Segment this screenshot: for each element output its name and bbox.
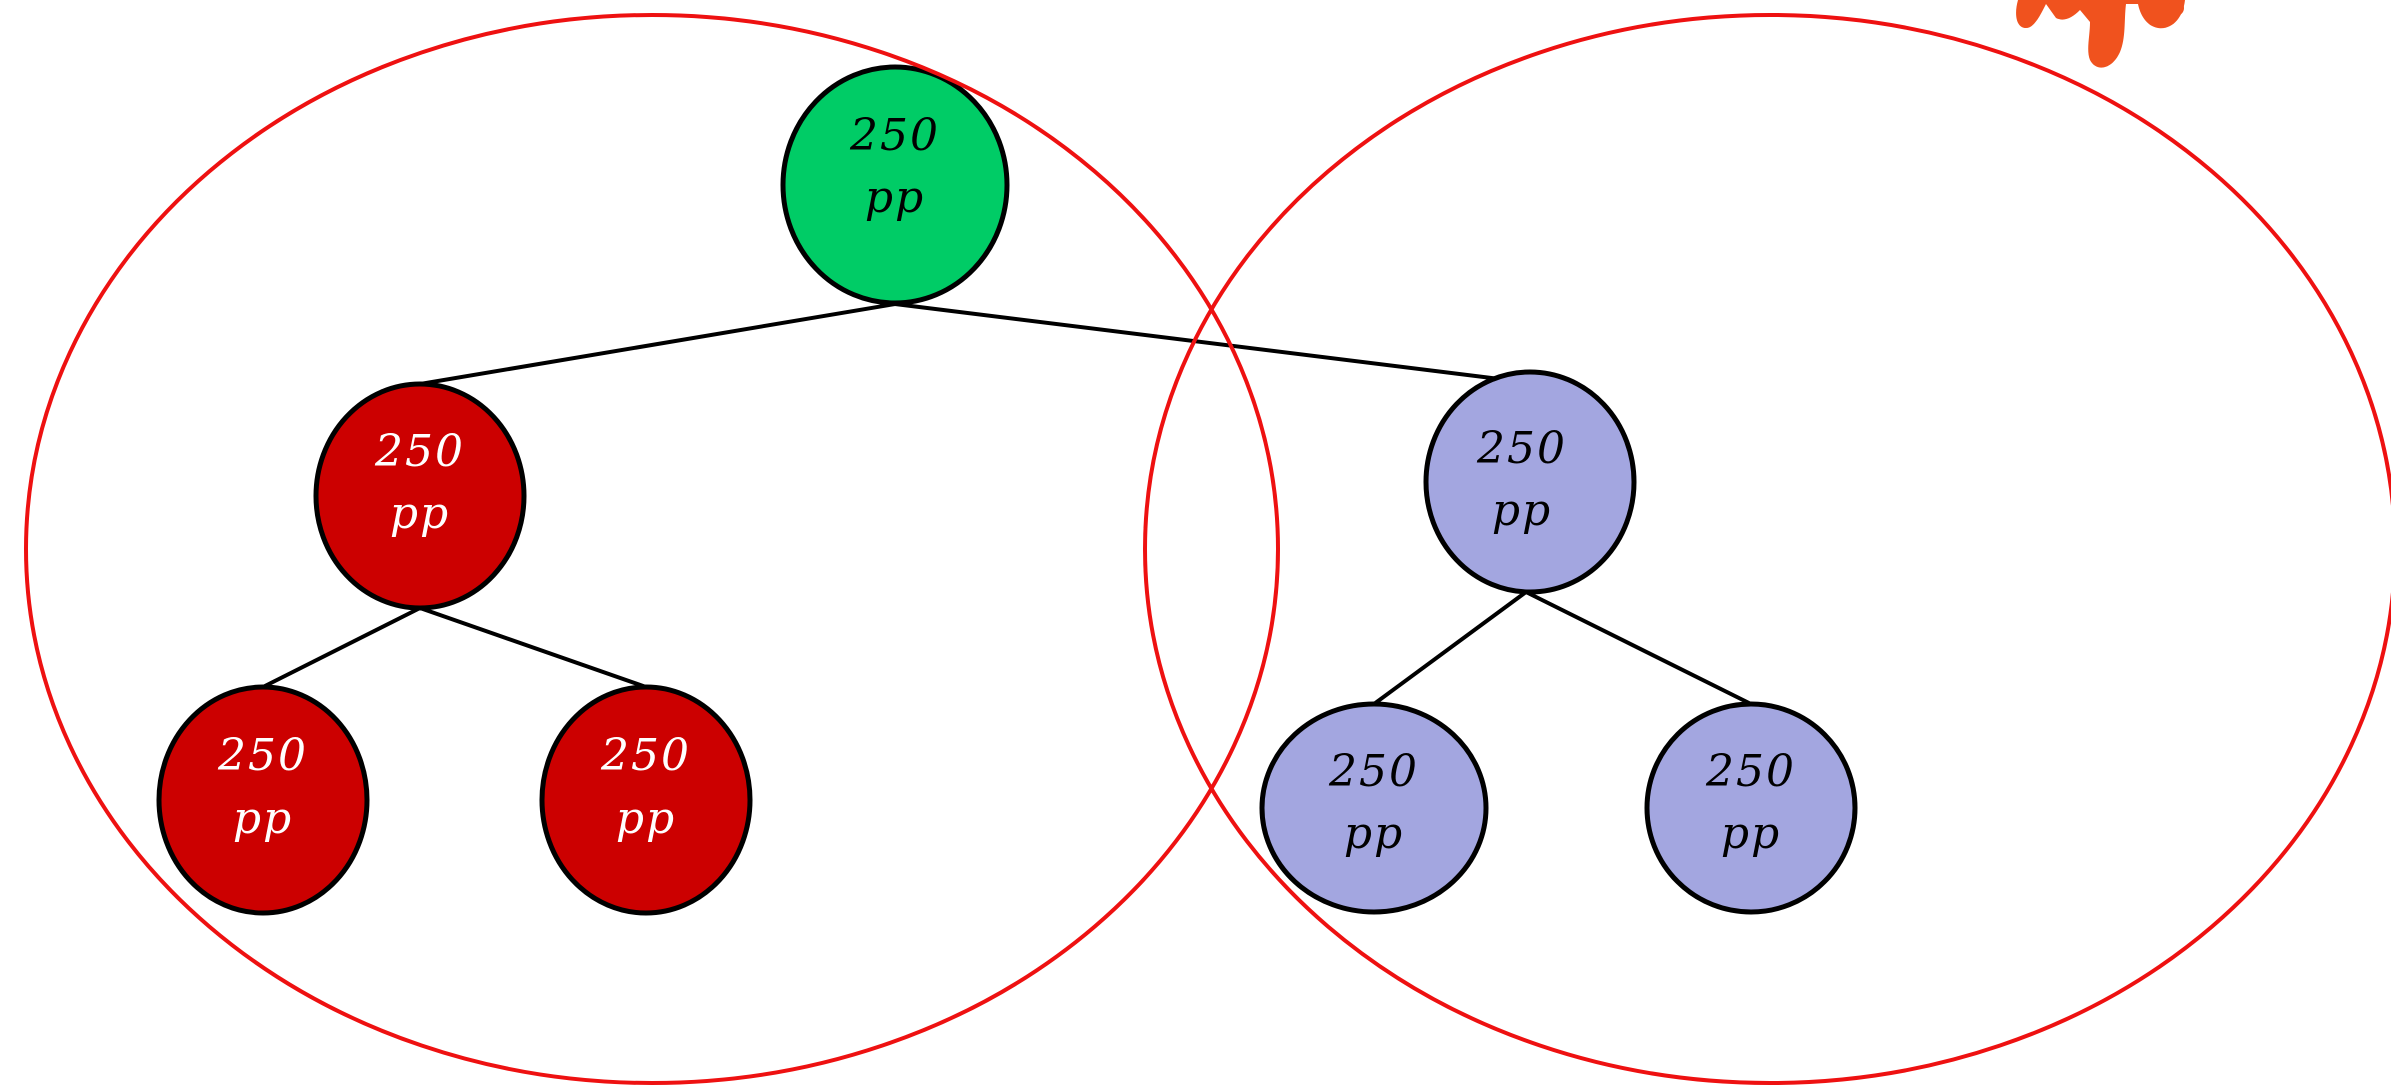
left-group-outline bbox=[24, 13, 1280, 1085]
node-left-left-value: 250 bbox=[217, 730, 308, 781]
edge-left-leftleft bbox=[262, 606, 421, 689]
node-left-right-value: 250 bbox=[600, 730, 691, 781]
node-right-value: 250 bbox=[1476, 423, 1567, 474]
node-left-left: 250 pp bbox=[156, 684, 370, 916]
edge-left-leftright bbox=[419, 606, 647, 689]
node-right-unit: pp bbox=[1492, 485, 1552, 536]
right-group-outline bbox=[1143, 13, 2391, 1085]
node-root-unit: pp bbox=[865, 172, 925, 223]
node-root: 250 pp bbox=[780, 64, 1010, 306]
edge-root-left bbox=[419, 302, 896, 386]
node-left: 250 pp bbox=[313, 381, 527, 611]
node-left-right-unit: pp bbox=[616, 793, 676, 844]
node-left-right: 250 pp bbox=[539, 684, 753, 916]
node-right-left: 250 pp bbox=[1259, 701, 1489, 915]
node-right-right: 250 pp bbox=[1644, 701, 1858, 915]
node-right-right-unit: pp bbox=[1721, 808, 1781, 859]
node-left-left-unit: pp bbox=[233, 793, 293, 844]
tree-edges bbox=[262, 302, 1752, 706]
node-right-left-unit: pp bbox=[1344, 808, 1404, 859]
edge-right-rightright bbox=[1525, 590, 1752, 706]
node-right-left-value: 250 bbox=[1328, 746, 1419, 797]
node-left-unit: pp bbox=[390, 488, 450, 539]
node-right-right-value: 250 bbox=[1705, 746, 1796, 797]
node-left-value: 250 bbox=[374, 426, 465, 477]
node-root-value: 250 bbox=[849, 110, 940, 161]
paint-drip-icon bbox=[2016, 0, 2185, 68]
edge-root-right bbox=[894, 302, 1541, 386]
node-right: 250 pp bbox=[1423, 369, 1637, 595]
edge-right-rightleft bbox=[1372, 590, 1528, 706]
